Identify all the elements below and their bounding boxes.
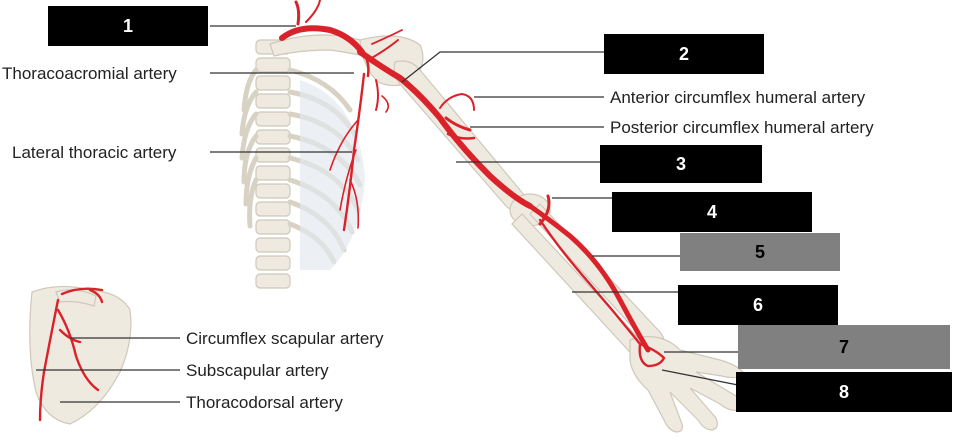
answer-box-2[interactable]: 2 [604,34,764,74]
answer-box-4[interactable]: 4 [612,192,812,232]
label-thoracodorsal-artery: Thoracodorsal artery [186,393,343,412]
arteries [279,0,666,368]
label-subscapular-artery: Subscapular artery [186,361,329,380]
leader-8 [661,369,739,386]
inset-arteries [38,287,104,422]
answer-box-6[interactable]: 6 [678,285,838,325]
answer-box-8[interactable]: 8 [736,372,952,412]
spine [255,39,291,289]
label-thoracoacromial-artery: Thoracoacromial artery [2,64,177,83]
label-anterior-circumflex-humeral-artery: Anterior circumflex humeral artery [610,88,866,107]
label-posterior-circumflex-humeral-artery: Posterior circumflex humeral artery [610,118,874,137]
leader-lines [36,25,739,403]
answer-box-3[interactable]: 3 [600,145,762,183]
answer-box-1[interactable]: 1 [48,6,208,46]
inset-scapula [29,285,132,425]
leader-2 [401,51,604,83]
label-circumflex-scapular-artery: Circumflex scapular artery [186,329,384,348]
answer-box-7[interactable]: 7 [738,325,950,369]
label-lateral-thoracic-artery: Lateral thoracic artery [12,143,177,162]
skeleton [239,34,745,433]
answer-box-5[interactable]: 5 [680,233,840,271]
